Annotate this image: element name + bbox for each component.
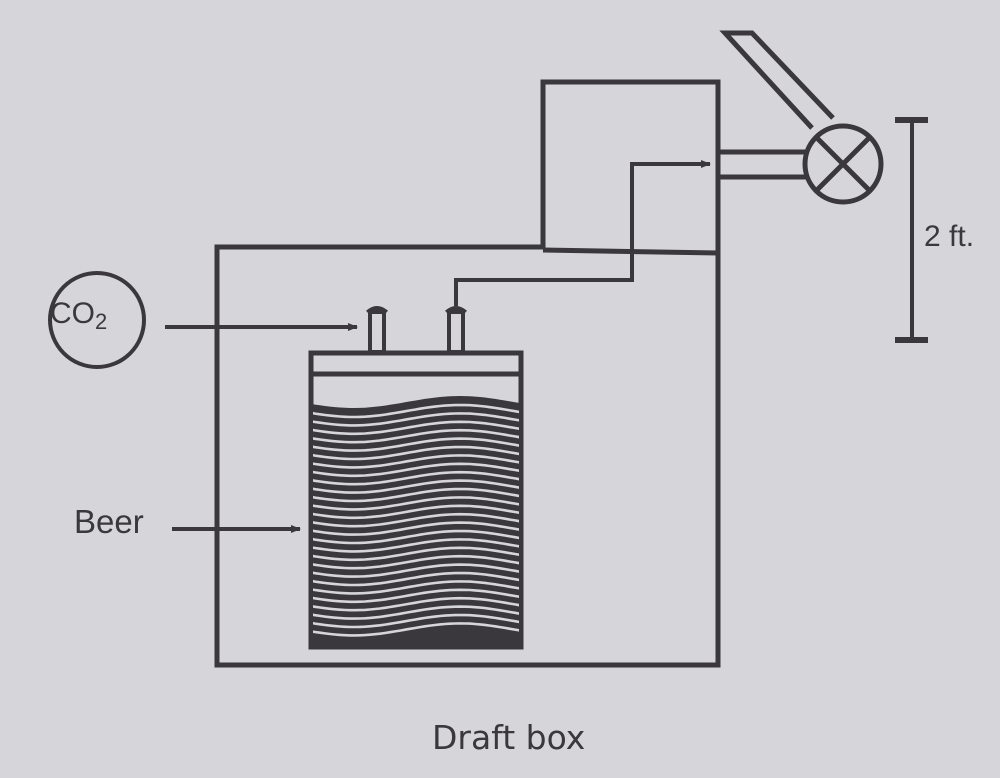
beer-wave-line <box>313 412 519 427</box>
beer-wave-line <box>313 437 519 452</box>
diagram-caption: Draft box <box>432 718 586 757</box>
beer-wave-line <box>313 571 519 587</box>
beer-wave-line <box>313 546 519 562</box>
beer-wave-line <box>313 496 519 511</box>
beer-wave-line <box>313 563 519 578</box>
draft-box-outline <box>214 79 721 668</box>
height-dimension-label: 2 ft. <box>924 220 975 253</box>
beer-wave-line <box>313 596 519 612</box>
beer-wave-line <box>313 487 519 503</box>
beer-wave-line <box>313 504 519 520</box>
beer-coupler-icon <box>445 306 467 354</box>
faucet-valve-icon <box>802 123 884 205</box>
beer-wave-line <box>313 580 519 595</box>
height-dimension-icon <box>895 117 928 343</box>
beer-liquid <box>313 396 519 646</box>
beer-wave-line <box>313 554 519 570</box>
gas-coupler-icon <box>366 306 388 354</box>
beer-wave-line <box>313 479 519 494</box>
co2-tank-icon <box>48 271 146 369</box>
beer-wave-line <box>313 538 519 553</box>
beer-wave-line <box>313 529 519 545</box>
beer-wave-line <box>313 403 519 419</box>
beer-wave-line <box>313 613 519 629</box>
beer-wave-line <box>313 605 519 620</box>
beer-line-arrow <box>454 160 711 306</box>
beer-wave-line <box>313 420 519 436</box>
co2-label: CO2 <box>50 297 108 334</box>
beer-wave-line <box>313 462 519 478</box>
beer-label: Beer <box>74 503 144 540</box>
beer-wave-line <box>313 588 519 604</box>
beer-wave-line <box>313 512 519 528</box>
beer-wave-line <box>313 521 519 536</box>
beer-wave-line <box>313 454 519 469</box>
beer-wave-line <box>313 428 519 444</box>
beer-wave-line <box>313 622 519 637</box>
beer-wave-line <box>313 445 519 461</box>
beer-wave-line <box>313 470 519 486</box>
tap-handle-icon <box>719 30 835 130</box>
keg-body <box>308 350 524 650</box>
